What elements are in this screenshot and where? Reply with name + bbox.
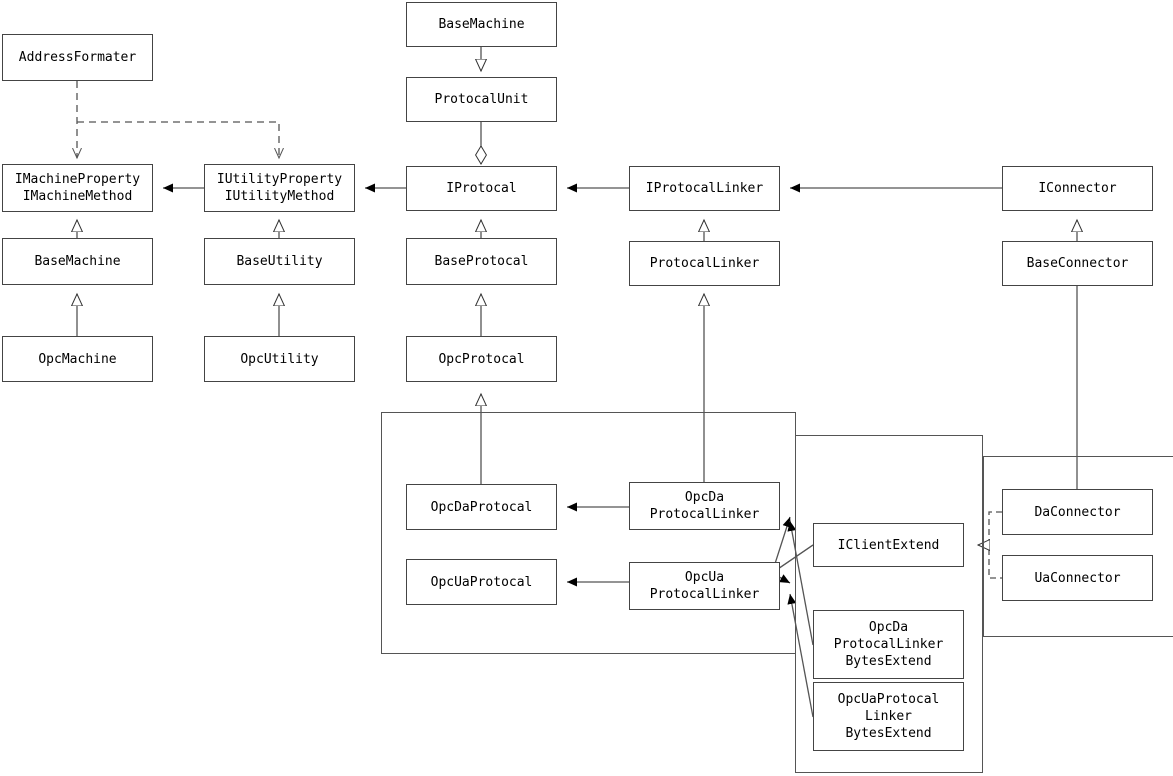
- class-box-opc-ua-linker-bytes-extend[interactable]: OpcUaProtocal Linker BytesExtend: [813, 682, 964, 751]
- class-box-da-connector[interactable]: DaConnector: [1002, 489, 1153, 535]
- class-box-opc-machine[interactable]: OpcMachine: [2, 336, 153, 382]
- class-box-iconnector[interactable]: IConnector: [1002, 166, 1153, 211]
- class-box-opc-utility[interactable]: OpcUtility: [204, 336, 355, 382]
- group-protocal-implementations: [381, 412, 796, 654]
- class-box-ua-connector[interactable]: UaConnector: [1002, 555, 1153, 601]
- class-box-protocal-linker[interactable]: ProtocalLinker: [629, 241, 780, 286]
- class-box-opc-da-protocal[interactable]: OpcDaProtocal: [406, 484, 557, 530]
- class-box-base-machine-top[interactable]: BaseMachine: [406, 2, 557, 47]
- class-box-opc-protocal[interactable]: OpcProtocal: [406, 336, 557, 382]
- class-box-base-machine[interactable]: BaseMachine: [2, 238, 153, 285]
- class-box-opc-ua-protocal[interactable]: OpcUaProtocal: [406, 559, 557, 605]
- class-box-iprotocal[interactable]: IProtocal: [406, 166, 557, 211]
- class-box-opc-ua-protocal-linker[interactable]: OpcUa ProtocalLinker: [629, 562, 780, 610]
- class-box-protocal-unit[interactable]: ProtocalUnit: [406, 77, 557, 122]
- class-box-opc-da-protocal-linker[interactable]: OpcDa ProtocalLinker: [629, 482, 780, 530]
- class-box-base-utility[interactable]: BaseUtility: [204, 238, 355, 285]
- class-box-opc-da-linker-bytes-extend[interactable]: OpcDa ProtocalLinker BytesExtend: [813, 610, 964, 679]
- class-box-base-connector[interactable]: BaseConnector: [1002, 241, 1153, 286]
- class-box-iprotocal-linker[interactable]: IProtocalLinker: [629, 166, 780, 211]
- group-connectors: [983, 456, 1173, 637]
- class-box-imachine-property[interactable]: IMachineProperty IMachineMethod: [2, 164, 153, 212]
- class-box-iutility-property[interactable]: IUtilityProperty IUtilityMethod: [204, 164, 355, 212]
- class-box-address-formater[interactable]: AddressFormater: [2, 34, 153, 81]
- class-box-base-protocal[interactable]: BaseProtocal: [406, 238, 557, 285]
- class-box-iclient-extend[interactable]: IClientExtend: [813, 523, 964, 567]
